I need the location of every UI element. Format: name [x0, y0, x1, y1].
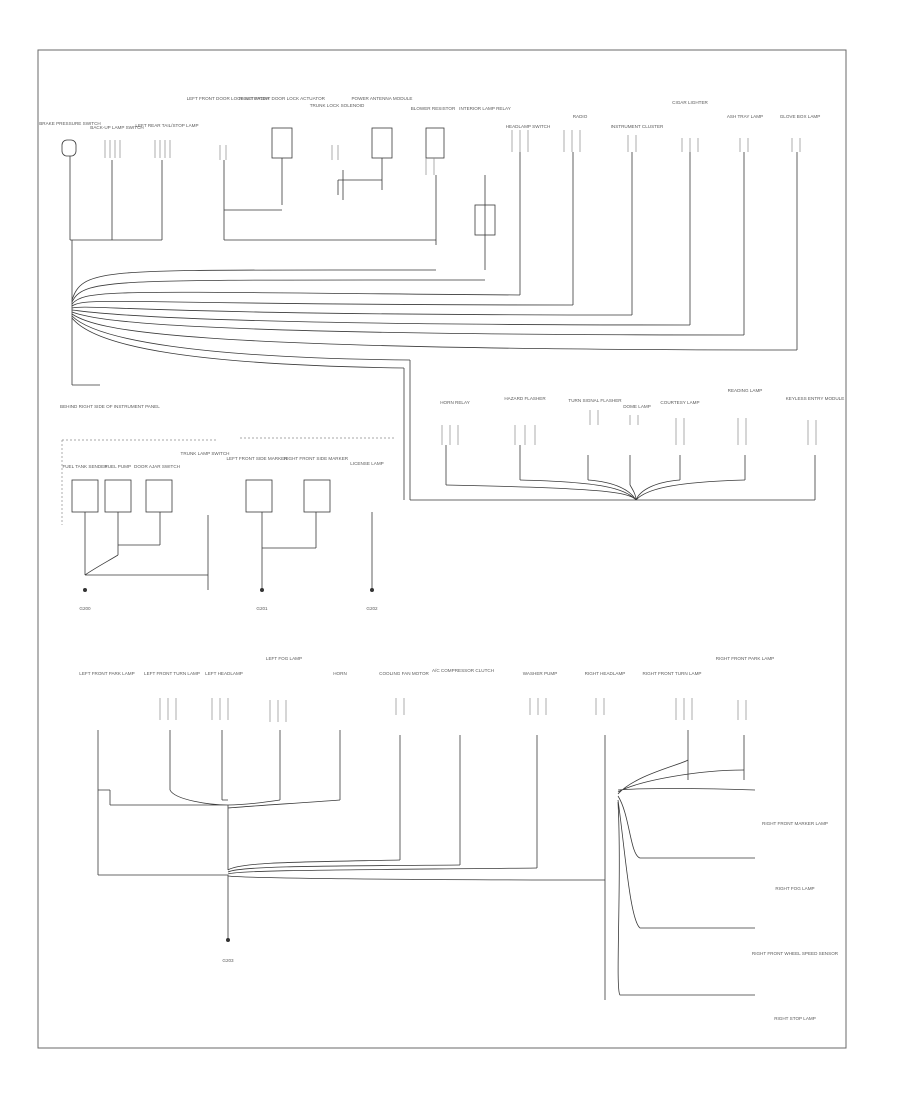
node-label: ASH TRAY LAMP: [727, 114, 763, 119]
location-note: BEHIND RIGHT SIDE OF INSTRUMENT PANEL: [60, 404, 160, 409]
node-label: A/C COMPRESSOR CLUTCH: [432, 668, 494, 673]
ground-terminal: [83, 588, 87, 592]
ground-terminal: [260, 588, 264, 592]
node-label: LEFT HEADLAMP: [205, 671, 243, 676]
node-label: FUEL PUMP: [105, 464, 131, 469]
node-label: HORN: [333, 671, 347, 676]
node-label: BACK-UP LAMP SWITCH: [90, 125, 143, 130]
middle-right-section: HORN RELAY HAZARD FLASHER TURN SIGNAL FL…: [410, 388, 845, 501]
marker-box: [303, 479, 331, 513]
node-label: HEADLAMP SWITCH: [506, 124, 551, 129]
switch-box: [145, 479, 173, 513]
switch-symbol: [61, 139, 77, 157]
node-label: INTERIOR LAMP RELAY: [459, 106, 511, 111]
node-label: COURTESY LAMP: [660, 400, 699, 405]
node-label: LEFT FOG LAMP: [266, 656, 302, 661]
node-label: TURN SIGNAL FLASHER: [568, 398, 622, 403]
ground-terminal: [370, 588, 374, 592]
module-box: [371, 127, 393, 159]
node-label: LEFT FRONT SIDE MARKER: [226, 456, 288, 461]
node-label: RIGHT STOP LAMP: [774, 1016, 816, 1021]
node-label: INSTRUMENT CLUSTER: [611, 124, 664, 129]
ground-label: G202: [366, 606, 378, 611]
node-label: COOLING FAN MOTOR: [379, 671, 429, 676]
ground-label: G200: [79, 606, 91, 611]
marker-box: [245, 479, 273, 513]
node-label: DOME LAMP: [623, 404, 651, 409]
ground-label: G201: [256, 606, 268, 611]
fuel-side-section: FUEL TANK SENDER FUEL PUMP DOOR AJAR SWI…: [61, 437, 395, 611]
node-label: HAZARD FLASHER: [504, 396, 546, 401]
node-label: LEFT FRONT DOOR LOCK ACTUATOR: [187, 96, 271, 101]
node-label: KEYLESS ENTRY MODULE: [786, 396, 845, 401]
node-label: RIGHT FOG LAMP: [775, 886, 814, 891]
node-label: POWER ANTENNA MODULE: [351, 96, 412, 101]
ground-label: G203: [222, 958, 234, 963]
node-label: WASHER PUMP: [523, 671, 558, 676]
node-label: RIGHT FRONT DOOR LOCK ACTUATOR: [239, 96, 326, 101]
node-label: RIGHT FRONT PARK LAMP: [716, 656, 774, 661]
node-label: RIGHT FRONT SIDE MARKER: [284, 456, 349, 461]
node-label: TRUNK LOCK SOLENOID: [310, 103, 365, 108]
node-label: READING LAMP: [728, 388, 763, 393]
resistor-box: [425, 127, 445, 159]
top-section: BRAKE PRESSURE SWITCH BACK-UP LAMP SWITC…: [39, 96, 820, 500]
ground-terminal: [226, 938, 230, 942]
node-label: RIGHT FRONT MARKER LAMP: [762, 821, 828, 826]
pump-box: [104, 479, 132, 513]
node-label: TRUNK LAMP SWITCH: [181, 451, 230, 456]
node-label: CIGAR LIGHTER: [672, 100, 708, 105]
node-label: HORN RELAY: [440, 400, 470, 405]
node-label: LICENSE LAMP: [350, 461, 383, 466]
node-label: RIGHT FRONT WHEEL SPEED SENSOR: [752, 951, 839, 956]
actuator-box: [271, 127, 293, 159]
bottom-section: LEFT FRONT PARK LAMP LEFT FRONT TURN LAM…: [79, 656, 838, 1021]
node-label: RADIO: [573, 114, 588, 119]
sender-box: [71, 479, 99, 513]
node-label: LEFT FRONT PARK LAMP: [79, 671, 134, 676]
diagram-frame: [37, 49, 847, 1049]
node-label: LEFT FRONT TURN LAMP: [144, 671, 200, 676]
node-label: BRAKE PRESSURE SWITCH: [39, 121, 101, 126]
node-label: DOOR AJAR SWITCH: [134, 464, 180, 469]
node-label: FUEL TANK SENDER: [62, 464, 108, 469]
node-label: RIGHT FRONT TURN LAMP: [643, 671, 702, 676]
node-label: GLOVE BOX LAMP: [780, 114, 821, 119]
node-label: LEFT REAR TAIL/STOP LAMP: [135, 123, 198, 128]
node-label: BLOWER RESISTOR: [411, 106, 456, 111]
node-label: RIGHT HEADLAMP: [585, 671, 626, 676]
